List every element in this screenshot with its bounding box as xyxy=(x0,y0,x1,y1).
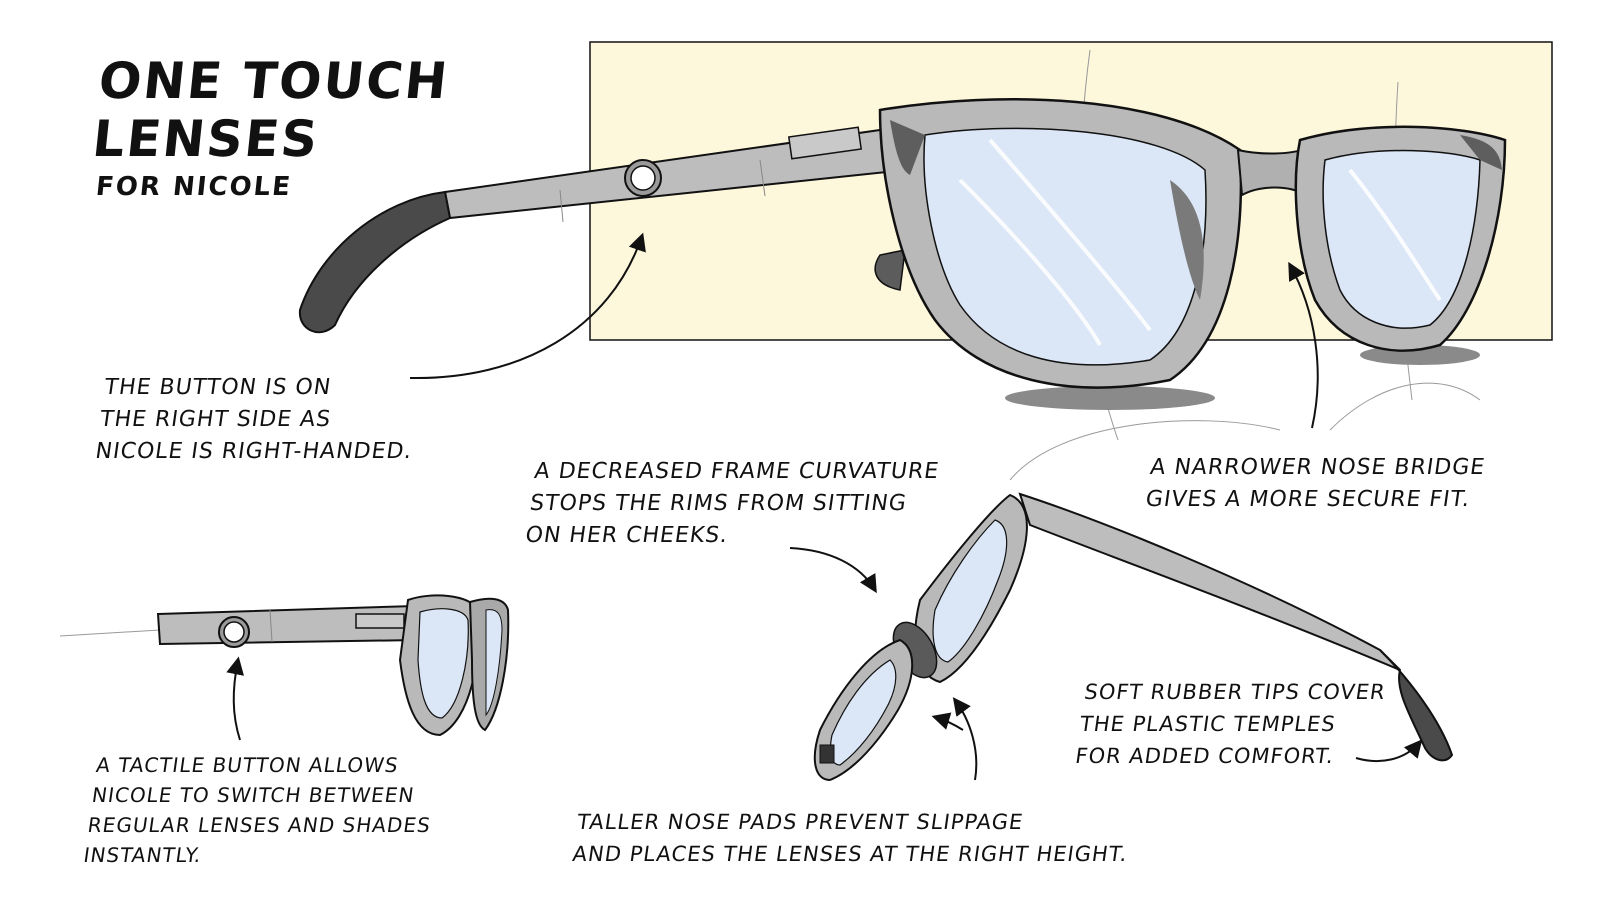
rubber-tip xyxy=(298,190,452,334)
note-button-side: THE BUTTON IS ON THE RIGHT SIDE AS NICOL… xyxy=(93,375,415,464)
arrow-nose-pads-icon xyxy=(952,697,978,781)
main-glasses xyxy=(298,98,1507,410)
note-tactile-button: A TACTILE BUTTON ALLOWS NICOLE TO SWITCH… xyxy=(81,753,433,867)
arrow-nose-bridge-icon xyxy=(1288,261,1319,429)
note-frame-curvature: A DECREASED FRAME CURVATURE STOPS THE RI… xyxy=(523,459,941,548)
annotation-arrows xyxy=(226,232,1423,781)
arrow-button-side-icon xyxy=(409,232,646,380)
arrow-frame-curvature-icon xyxy=(789,547,877,594)
angled-view-glasses xyxy=(813,492,1454,782)
left-lens xyxy=(923,127,1207,366)
side-view-glasses xyxy=(156,594,510,737)
arrow-tactile-button-icon xyxy=(226,656,245,741)
note-nose-pads: TALLER NOSE PADS PREVENT SLIPPAGE AND PL… xyxy=(571,810,1130,866)
arrow-rubber-tips-icon xyxy=(1355,739,1423,762)
note-nose-bridge: A NARROWER NOSE BRIDGE GIVES A MORE SECU… xyxy=(1144,455,1487,512)
note-rubber-tips: SOFT RUBBER TIPS COVER THE PLASTIC TEMPL… xyxy=(1073,680,1388,768)
